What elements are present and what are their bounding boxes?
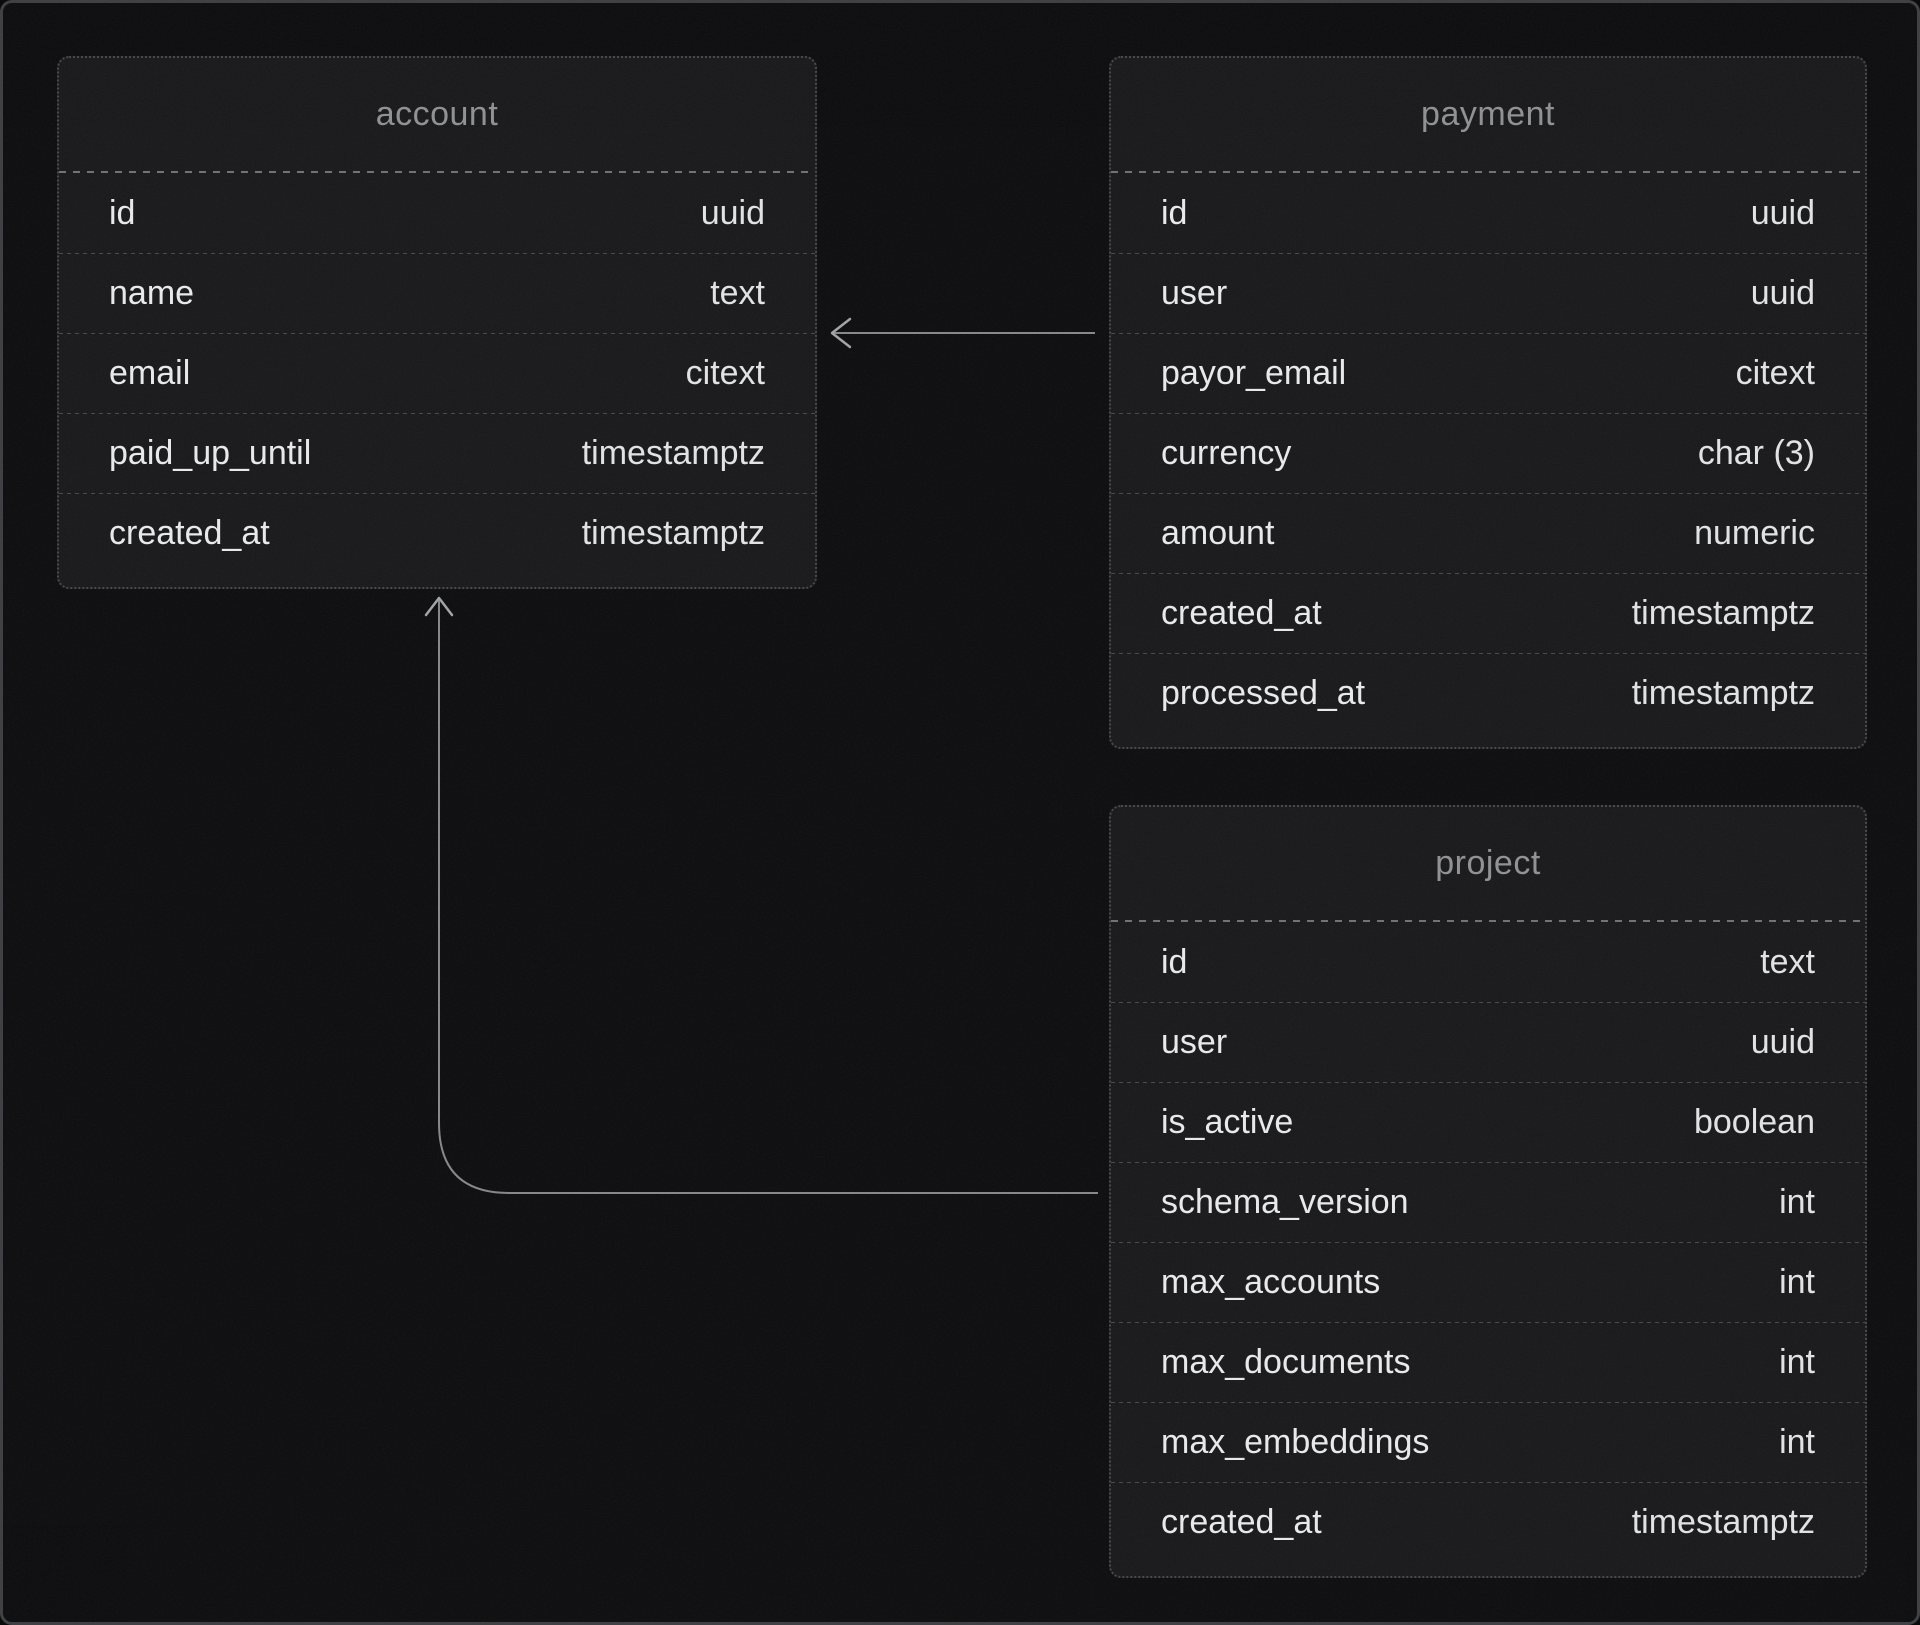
column-type: uuid (700, 193, 765, 232)
column-name: max_accounts (1161, 1262, 1381, 1301)
column-type: timestamptz (1631, 593, 1815, 632)
column-type: citext (685, 353, 765, 392)
column-type: timestamptz (1631, 673, 1815, 712)
column-row[interactable]: created_at timestamptz (1111, 573, 1865, 653)
table-header: payment (1111, 58, 1865, 171)
column-type: uuid (1750, 193, 1815, 232)
column-name: max_documents (1161, 1342, 1411, 1381)
column-row[interactable]: amount numeric (1111, 493, 1865, 573)
column-type: numeric (1694, 513, 1815, 552)
table-header: account (59, 58, 815, 171)
column-name: name (109, 273, 195, 312)
column-type: uuid (1750, 273, 1815, 312)
table-header: project (1111, 807, 1865, 920)
column-name: max_embeddings (1161, 1422, 1430, 1461)
column-row[interactable]: max_accounts int (1111, 1242, 1865, 1322)
column-row[interactable]: paid_up_until timestamptz (59, 413, 815, 493)
column-type: int (1779, 1182, 1815, 1221)
column-type: citext (1735, 353, 1815, 392)
arrowhead-up-icon (424, 596, 454, 617)
column-row[interactable]: user uuid (1111, 253, 1865, 333)
table-account[interactable]: account id uuid name text email citext paid_up… (57, 56, 817, 589)
column-name: amount (1161, 513, 1275, 552)
column-name: payor_email (1161, 353, 1347, 392)
column-name: schema_version (1161, 1182, 1409, 1221)
column-name: id (1161, 942, 1188, 981)
column-name: processed_at (1161, 673, 1366, 712)
column-type: timestamptz (581, 433, 765, 472)
table-payment[interactable]: payment id uuid user uuid payor_email citext c… (1109, 56, 1867, 749)
column-row[interactable]: name text (59, 253, 815, 333)
column-row[interactable]: payor_email citext (1111, 333, 1865, 413)
column-name: id (1161, 193, 1188, 232)
column-name: user (1161, 273, 1228, 312)
column-type: uuid (1750, 1022, 1815, 1061)
column-type: boolean (1693, 1102, 1815, 1141)
column-row[interactable]: email citext (59, 333, 815, 413)
column-type: int (1779, 1342, 1815, 1381)
column-row[interactable]: created_at timestamptz (59, 493, 815, 573)
column-row[interactable]: schema_version int (1111, 1162, 1865, 1242)
column-name: email (109, 353, 191, 392)
column-row[interactable]: currency char (3) (1111, 413, 1865, 493)
column-row[interactable]: id text (1111, 922, 1865, 1002)
connector-project-account (438, 599, 1098, 1194)
column-type: int (1779, 1262, 1815, 1301)
column-row[interactable]: is_active boolean (1111, 1082, 1865, 1162)
column-row[interactable]: id uuid (1111, 173, 1865, 253)
column-type: text (1760, 942, 1815, 981)
column-type: timestamptz (581, 513, 765, 552)
table-title: project (1435, 844, 1541, 882)
arrowhead-left-icon (830, 317, 852, 349)
column-name: paid_up_until (109, 433, 312, 472)
column-row[interactable]: max_embeddings int (1111, 1402, 1865, 1482)
column-name: created_at (1161, 593, 1322, 632)
column-name: user (1161, 1022, 1228, 1061)
column-name: currency (1161, 433, 1292, 472)
table-title: payment (1421, 95, 1555, 133)
column-row[interactable]: created_at timestamptz (1111, 1482, 1865, 1562)
column-name: id (109, 193, 136, 232)
table-rows: id text user uuid is_active boolean schema_ver… (1111, 922, 1865, 1562)
column-name: created_at (1161, 1502, 1322, 1541)
column-type: char (3) (1697, 433, 1815, 472)
column-type: int (1779, 1422, 1815, 1461)
column-row[interactable]: id uuid (59, 173, 815, 253)
column-name: created_at (109, 513, 270, 552)
table-project[interactable]: project id text user uuid is_active boolean sc… (1109, 805, 1867, 1578)
column-row[interactable]: processed_at timestamptz (1111, 653, 1865, 733)
column-row[interactable]: user uuid (1111, 1002, 1865, 1082)
column-type: timestamptz (1631, 1502, 1815, 1541)
column-name: is_active (1161, 1102, 1294, 1141)
table-title: account (375, 95, 499, 133)
column-row[interactable]: max_documents int (1111, 1322, 1865, 1402)
column-type: text (710, 273, 765, 312)
